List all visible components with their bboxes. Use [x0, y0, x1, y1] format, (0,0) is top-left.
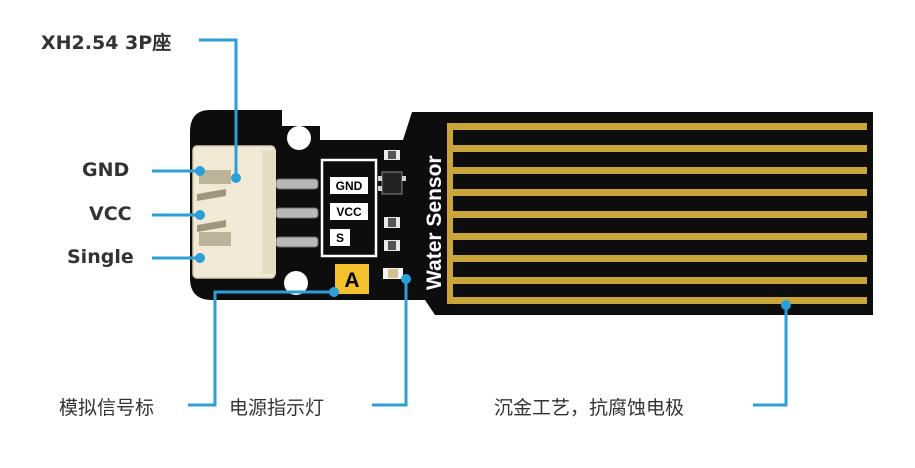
silk-s-box	[330, 229, 350, 246]
analog-badge-letter: A	[344, 269, 359, 292]
board-title: Water Sensor	[423, 155, 446, 290]
smd-components	[378, 150, 406, 251]
mounting-hole-bottom	[284, 271, 308, 295]
silk-gnd-box	[330, 177, 368, 194]
silk-vcc-box	[330, 203, 368, 220]
label-vcc: VCC	[89, 203, 132, 225]
label-power-led: 电源指示灯	[229, 397, 325, 419]
silkscreen-box	[320, 158, 378, 258]
leader-module-mark	[188, 290, 334, 407]
gold-electrodes	[447, 123, 867, 304]
mounting-hole-top	[287, 126, 311, 150]
leader-connector	[199, 38, 238, 178]
silk-gnd: GND	[336, 179, 363, 193]
silk-s: S	[336, 231, 344, 245]
leader-dots	[195, 166, 791, 310]
label-connector: XH2.54 3P座	[41, 32, 172, 54]
analog-badge	[335, 264, 369, 294]
connector-pins	[275, 178, 319, 248]
power-led	[383, 268, 403, 279]
leader-power-led	[372, 279, 408, 407]
label-electrodes: 沉金工艺，抗腐蚀电极	[494, 397, 685, 419]
label-signal: Single	[67, 246, 134, 268]
label-module-mark: 模拟信号标	[59, 397, 155, 419]
leader-electrodes	[753, 305, 788, 407]
silk-vcc: VCC	[336, 205, 362, 219]
label-gnd: GND	[82, 159, 130, 181]
xh-connector	[192, 145, 276, 279]
leader-lines	[152, 38, 788, 407]
